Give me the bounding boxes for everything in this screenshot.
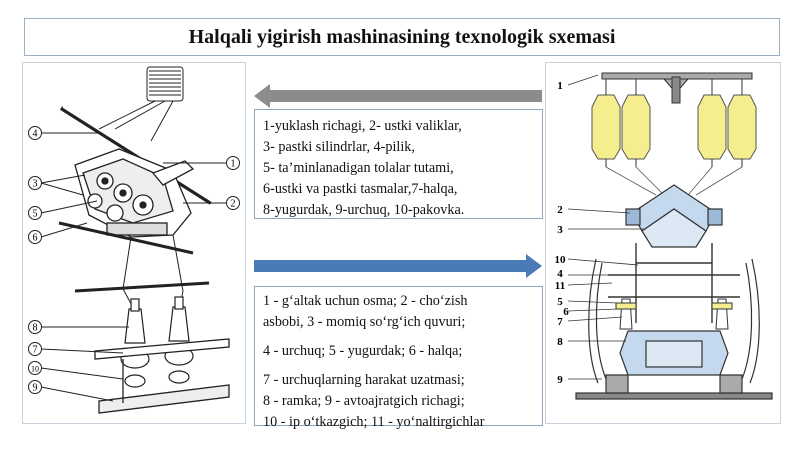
- title-box: Halqali yigirish mashinasining texnologi…: [24, 18, 780, 56]
- callout-5: 5: [28, 206, 42, 220]
- roving-bobbin: [146, 66, 184, 102]
- callout-8: 8: [28, 320, 42, 334]
- legend-line: 8 - ramka; 9 - avtoajratgich richagi;: [263, 393, 465, 409]
- hanging-bobbins: [591, 79, 757, 167]
- legend-line: 5- ta’minlanadigan tolalar tutami,: [263, 160, 454, 176]
- callout-label: 6: [33, 233, 38, 244]
- legend-line: 7 - urchuqlarning harakat uzatmasi;: [263, 372, 465, 388]
- callout-label: 6: [563, 306, 569, 318]
- legend-line: 3- pastki silindrlar, 4-pilik,: [263, 139, 415, 155]
- spindles: [120, 296, 194, 388]
- callout-6: 6: [28, 230, 42, 244]
- legend-box-top: 1-yuklash richagi, 2- ustki valiklar, 3-…: [254, 109, 543, 219]
- base-frame: [575, 330, 773, 400]
- suction-tubes: [588, 258, 760, 384]
- legend-line: 6-ustki va pastki tasmalar,7-halqa,: [263, 181, 458, 197]
- callout-label: 1: [231, 159, 236, 170]
- roving-strands: [94, 100, 174, 142]
- right-illustration-panel: 1 2 3 10 4 11 5 6 7 8 9: [545, 62, 781, 424]
- callout-4: 4: [28, 126, 42, 140]
- creel: [601, 72, 753, 104]
- callout-label: 5: [33, 209, 38, 220]
- legend-line: 1 - g‘altak uchun osma; 2 - cho‘zish: [263, 293, 468, 309]
- callout-label: 9: [33, 383, 38, 394]
- ring-spinning-frame-cross-section: 1 2 3 10 4 11 5 6 7 8 9: [555, 72, 773, 400]
- callout-label: 4: [33, 129, 38, 140]
- diagram-title: Halqali yigirish mashinasining texnologi…: [188, 25, 616, 48]
- callout-label: 3: [33, 179, 38, 190]
- arrow-left-gray: [254, 84, 542, 108]
- callout-7: 7: [28, 342, 42, 356]
- legend-box-bottom: 1 - g‘altak uchun osma; 2 - cho‘zish asb…: [254, 286, 543, 430]
- drafting-unit: [74, 148, 195, 238]
- callout-2: 2: [226, 196, 240, 210]
- callout-label: 3: [557, 224, 563, 236]
- callout-label: 2: [557, 204, 563, 216]
- drafting-system: [625, 184, 723, 248]
- callout-label: 4: [557, 268, 563, 280]
- right-callouts: 1 2 3 10 4 11 5 6 7 8 9: [555, 80, 570, 386]
- left-callouts: 4 1 3 2 5 6 8 7 10 9: [28, 126, 240, 394]
- ring-rail: [94, 338, 230, 414]
- legend-line: 1-yuklash richagi, 2- ustki valiklar,: [263, 118, 462, 134]
- callout-label: 10: [31, 365, 39, 374]
- spindle-rows: [615, 298, 733, 330]
- legend-line: asbobi, 3 - momiq so‘rg‘ich quvuri;: [263, 314, 466, 330]
- callout-label: 2: [231, 199, 236, 210]
- ring-spinning-drafting-illustration: 4 1 3 2 5 6 8 7 10 9: [28, 66, 240, 414]
- thread-guide-bar: [74, 281, 210, 293]
- callout-label: 11: [555, 280, 565, 292]
- arrow-right-blue: [254, 254, 542, 278]
- callout-label: 7: [33, 345, 38, 356]
- callout-label: 10: [555, 254, 567, 266]
- callout-1: 1: [226, 156, 240, 170]
- callout-label: 7: [557, 316, 563, 328]
- legend-line: 10 - ip o‘tkazgich; 11 - yo‘naltirgichla…: [263, 414, 485, 430]
- left-illustration-panel: 4 1 3 2 5 6 8 7 10 9: [22, 62, 246, 424]
- callout-label: 8: [33, 323, 38, 334]
- machine-frame: [608, 243, 740, 323]
- callout-3: 3: [28, 176, 42, 190]
- legend-line: 8-yugurdak, 9-urchuq, 10-pakovka.: [263, 202, 465, 218]
- callout-label: 9: [557, 374, 563, 386]
- callout-10: 10: [28, 361, 42, 375]
- legend-line: 4 - urchuq; 5 - yugurdak; 6 - halqa;: [263, 343, 463, 359]
- callout-label: 8: [557, 336, 563, 348]
- callout-9: 9: [28, 380, 42, 394]
- callout-label: 1: [557, 80, 563, 92]
- callout-label: 5: [557, 296, 563, 308]
